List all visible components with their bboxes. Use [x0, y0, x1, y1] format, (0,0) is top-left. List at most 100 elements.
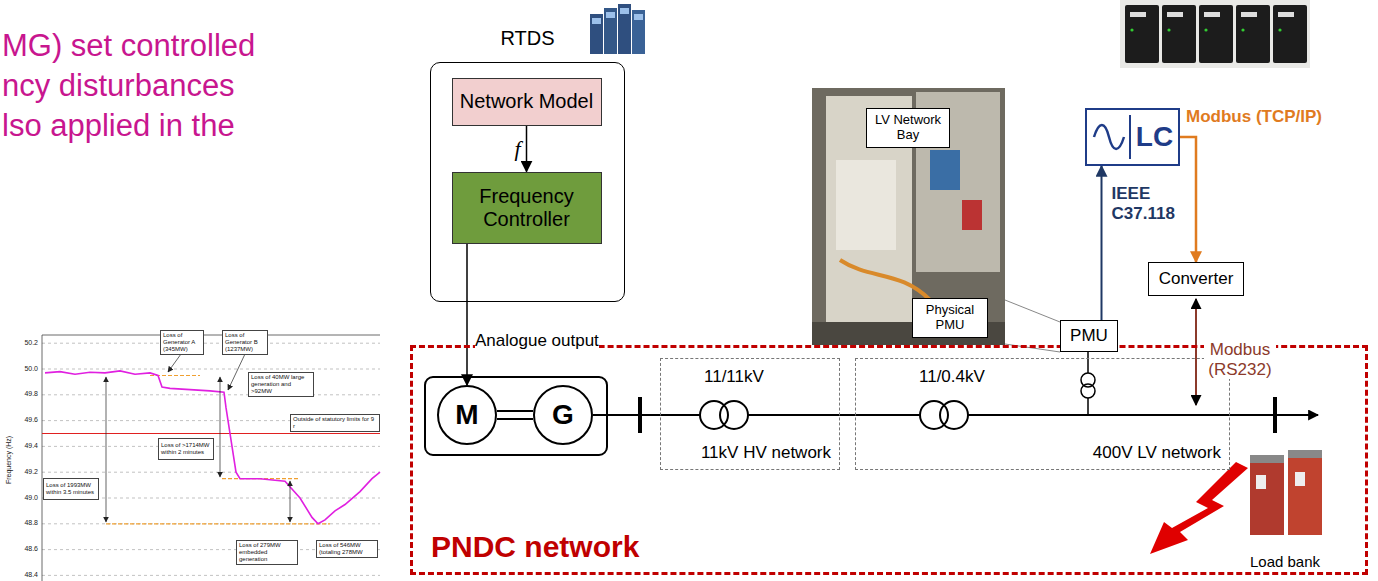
rtds-rack-picture [606, 12, 615, 18]
transformer-symbol [720, 401, 748, 429]
axis-tick-label: 49.6 [12, 416, 38, 424]
divider-line [1129, 115, 1131, 159]
network-wiring [425, 299, 1318, 455]
rtds-rack-picture [620, 8, 629, 14]
network-wiring [968, 414, 1275, 416]
generator-circle: G [533, 385, 593, 445]
lv-bay-photo [840, 260, 930, 300]
callout-box: LV Network Bay [866, 108, 950, 148]
lv-bay-photo [962, 200, 982, 230]
node-text: Converter [1159, 269, 1234, 289]
pmu-device-photo [1120, 0, 1310, 68]
load-bank-photo [1250, 450, 1322, 535]
pmu-device-photo [1236, 5, 1270, 63]
chart-axis [42, 335, 43, 581]
node-text: LV Network Bay [869, 113, 947, 143]
label-slot: f [514, 136, 520, 161]
label-slot: Modbus (TCP/IP) [1186, 107, 1322, 127]
connector [466, 244, 468, 386]
callout-box: Physical PMU [912, 298, 988, 338]
intro-text: ncy disturbances [2, 68, 235, 104]
node-text: Load bank [1250, 553, 1320, 570]
label-slot: 49.0 [12, 494, 38, 502]
fault-bolt [1150, 462, 1248, 554]
label-slot: 48.4 [12, 571, 38, 579]
rtds-rack-picture [590, 4, 645, 54]
connector [497, 410, 533, 412]
pmu-device-photo [1204, 28, 1207, 31]
network-wiring [1087, 398, 1089, 415]
annotation-box: Loss of 546MW (totaling 278MW [316, 540, 378, 558]
load-bank-photo [1250, 455, 1284, 535]
motor-circle: M [437, 385, 497, 445]
network-wiring [748, 414, 920, 416]
chart-arrows [106, 377, 107, 522]
rs232-link [1195, 299, 1197, 405]
frequency-trace [45, 371, 380, 524]
connector-label: f [514, 136, 520, 161]
annotation-box: Outside of statutory limits for 9 r [290, 414, 380, 432]
lv-bay-photo [812, 88, 1005, 345]
pmu-device-photo [1125, 5, 1159, 63]
node-text: 400V LV network [1093, 443, 1221, 463]
hv-network-box: 11/11kV11kV HV network [660, 358, 840, 470]
axis-tick-label: 48.6 [12, 545, 38, 553]
node-text: Physical PMU [915, 303, 985, 333]
chart-marker-dashes [106, 376, 330, 524]
label-slot: 50.0 [12, 365, 38, 373]
zoom-lines [1005, 300, 1060, 322]
rtds-rack-picture [592, 18, 601, 24]
busbar [1273, 397, 1277, 433]
connector-label: IEEE C37.118 [1112, 184, 1192, 223]
annotation-text: Loss of 546MW (totaling 278MW [319, 542, 375, 556]
axis-tick-label: 49.8 [12, 390, 38, 398]
rtds-box: RTDSNetwork ModelFrequency Controller [430, 62, 625, 302]
annotation-box: Loss of 1993MW within 3.5 minutes [43, 478, 99, 500]
node-text: Network Model [460, 90, 593, 113]
node-text: PNDC network [431, 530, 639, 565]
pmu-device-photo [1241, 12, 1257, 17]
rtds-rack-picture [632, 10, 645, 54]
rtds-rack-picture [634, 14, 643, 20]
mg-set-frame [425, 377, 607, 455]
pmu-device-photo [1130, 12, 1146, 17]
network-wiring [1087, 352, 1089, 373]
label-slot: 49.4 [12, 442, 38, 450]
pmu-device-photo [1167, 28, 1170, 31]
chart-arrows [220, 377, 221, 477]
pmu-device-photo [1120, 0, 1310, 68]
connector-label: Modbus (TCP/IP) [1186, 107, 1322, 127]
pmu-device-photo [1273, 5, 1307, 63]
pmu-device-photo [1162, 5, 1196, 63]
node-text: 11/0.4kV [919, 367, 985, 387]
chart-arrows [228, 354, 245, 390]
rtds-rack-picture [590, 14, 603, 54]
statutory-limit-line [42, 433, 380, 434]
lv-bay-photo [812, 88, 1005, 345]
axis-title: Frequency (Hz) [5, 436, 13, 484]
annotation-text: Loss of Generator A (345MW) [163, 332, 201, 353]
sine-wave [1094, 125, 1124, 149]
node-text: LC [1136, 121, 1173, 153]
process-box: PMU [1060, 320, 1118, 352]
lv-bay-photo [836, 160, 896, 250]
label-slot: lso applied in the [2, 108, 235, 144]
load-bank-photo [1288, 450, 1322, 458]
pmu-device-photo [1278, 12, 1294, 17]
label-slot: 49.8 [12, 390, 38, 398]
annotation-box: Loss of Generator B (1237MW) [222, 330, 268, 355]
intro-text: MG) set controlled [2, 28, 255, 64]
label-slot: 50.2 [12, 339, 38, 347]
pmu-device-photo [1199, 5, 1233, 63]
label-slot: Analogue output [475, 331, 599, 351]
chart-grid [42, 472, 380, 473]
label-slot: Modbus (RS232) [1204, 340, 1276, 379]
annotation-text: Loss of 279MW embedded generation [239, 542, 295, 563]
node-text: RTDS [500, 27, 554, 50]
label-slot: IEEE C37.118 [1112, 184, 1192, 223]
annotation-text: Loss of 40MW large generation and >92MW [251, 374, 311, 395]
network-region: PNDC network MG 11/11kV11kV HV network 11/0… [410, 345, 1368, 575]
axis-tick-label: 50.2 [12, 339, 38, 347]
network-wiring [640, 414, 700, 416]
annotation-box: Loss of 279MW embedded generation [236, 540, 298, 565]
